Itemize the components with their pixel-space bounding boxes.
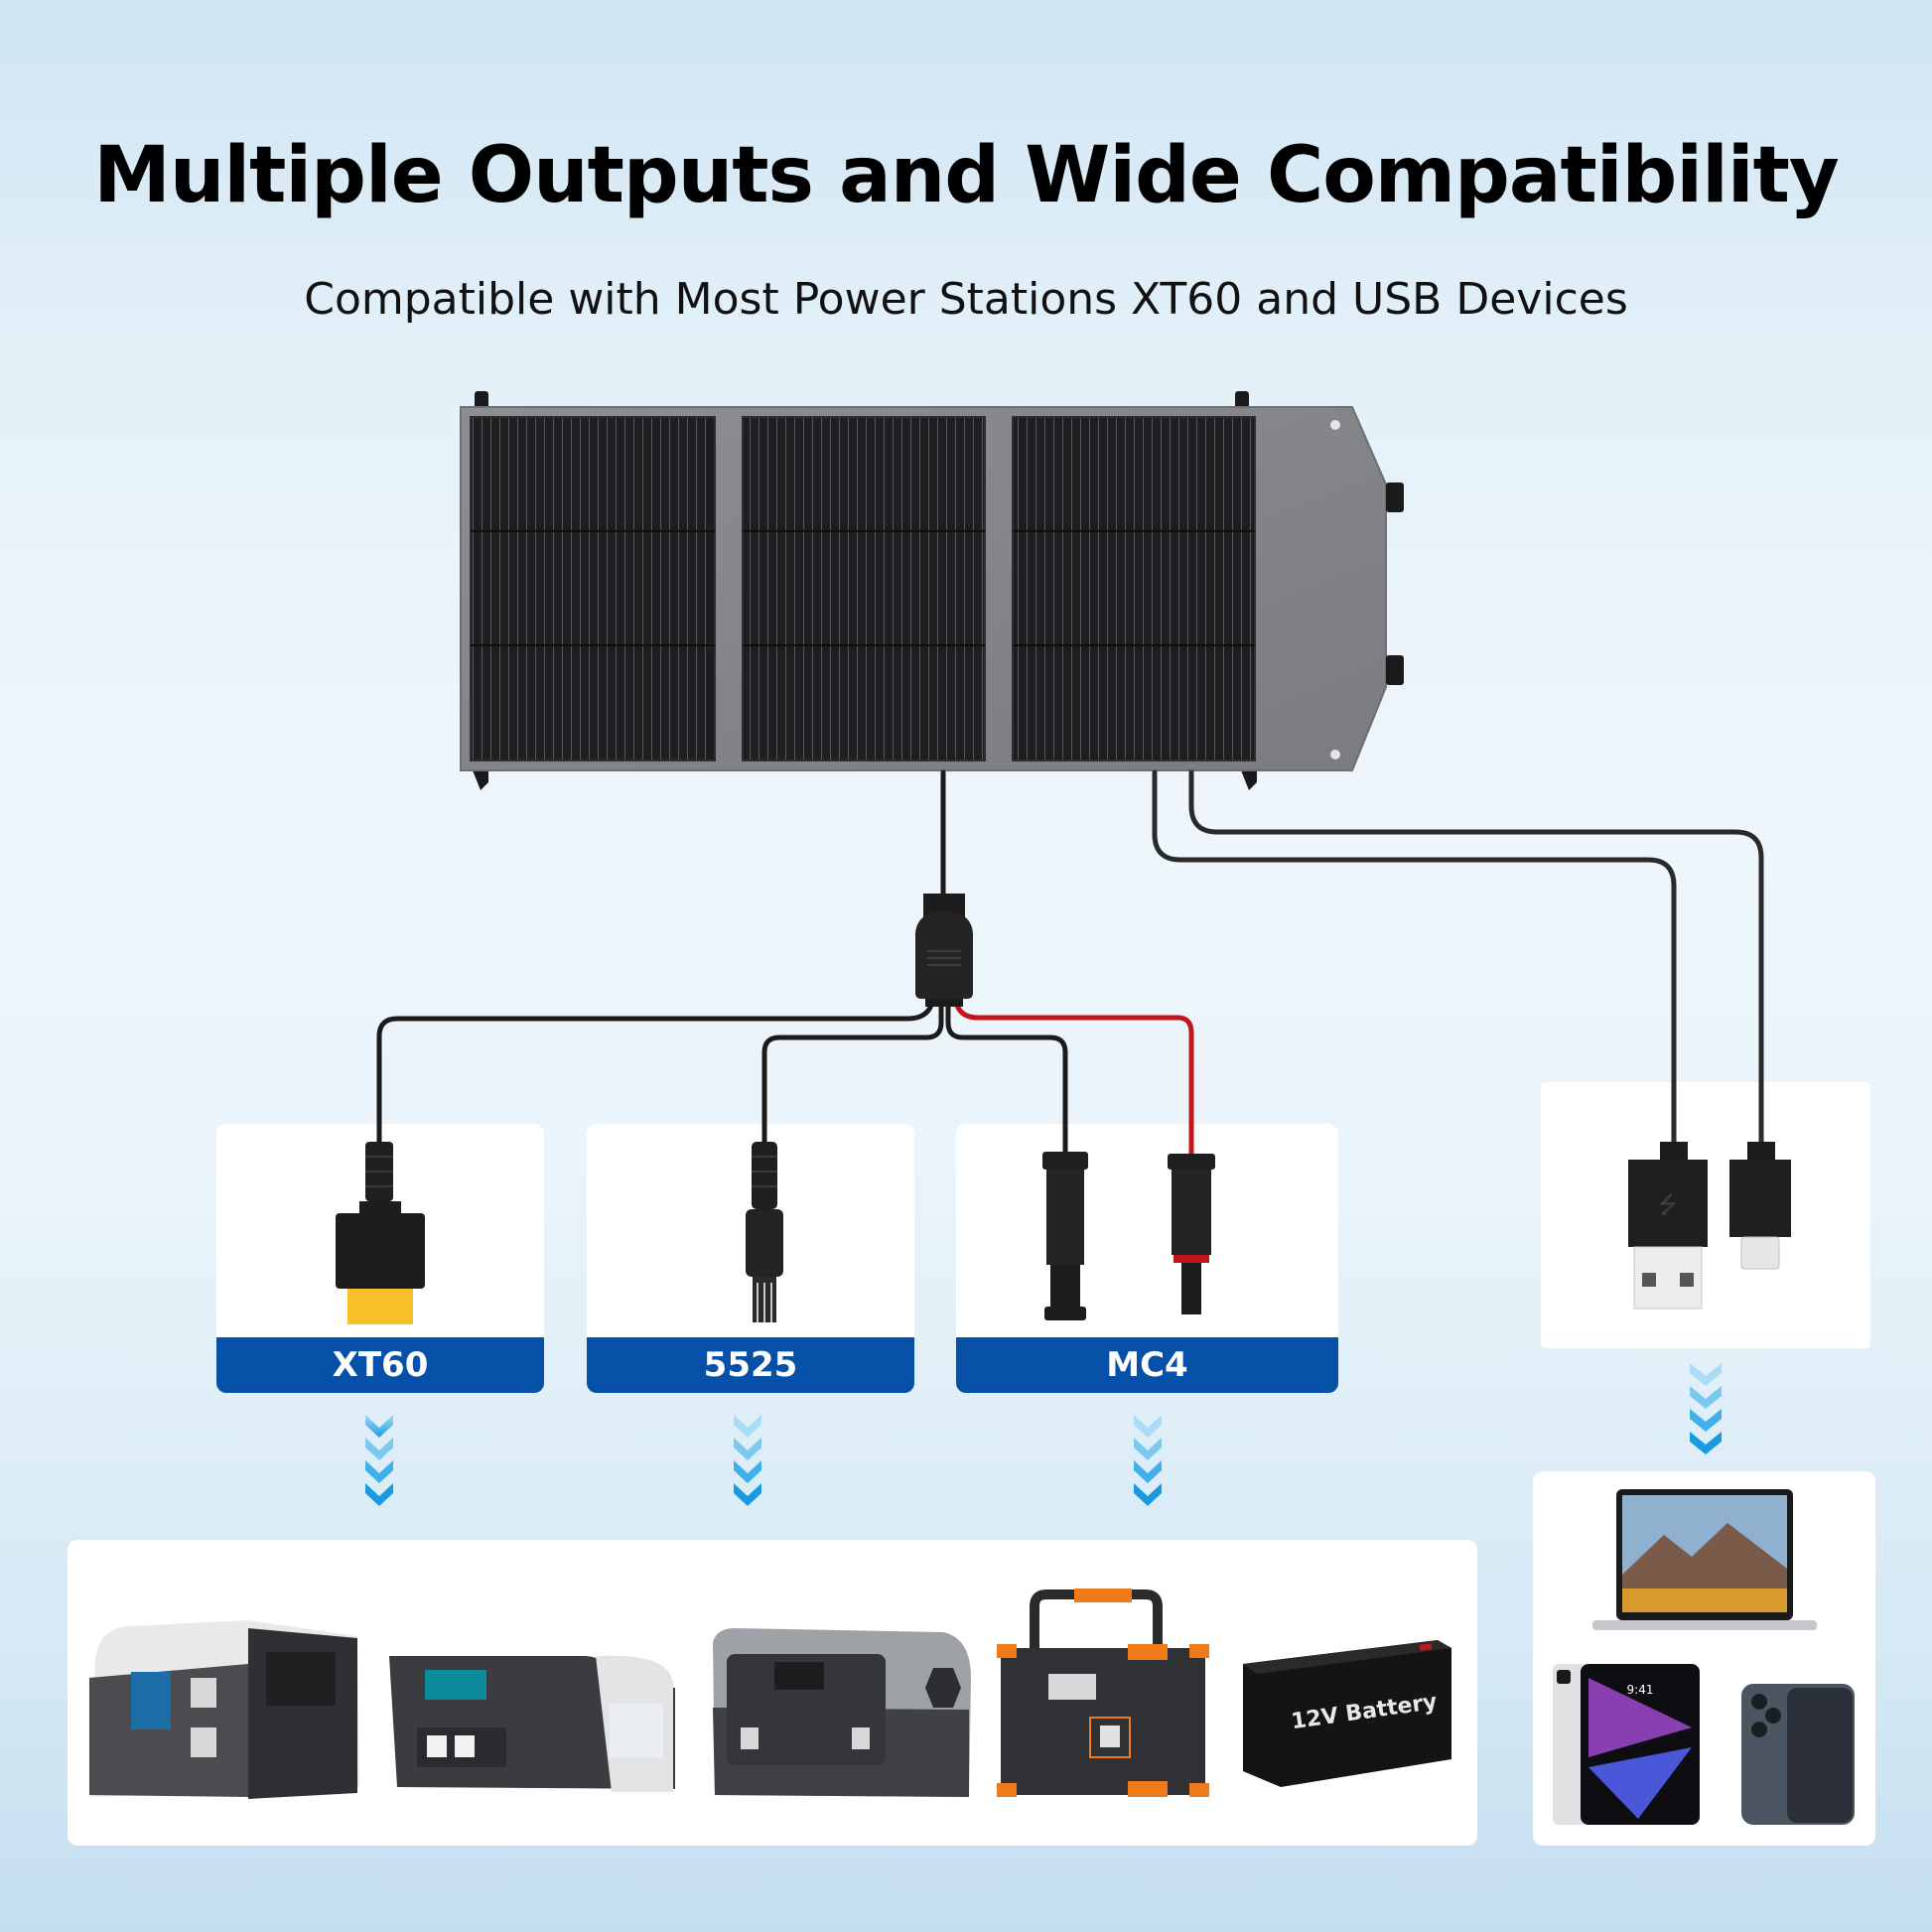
label-mc4: MC4 (956, 1337, 1338, 1393)
cables (376, 769, 1764, 1160)
laptop-icon (1592, 1489, 1817, 1630)
dc5525-cable (761, 990, 944, 1155)
solar-panel-icon (460, 391, 1404, 790)
arrow-down-icon-mc4 (1134, 1415, 1162, 1506)
arrow-down-icon-usb (1690, 1363, 1722, 1454)
tablet-time: 9:41 (1627, 1683, 1654, 1697)
label-xt60: XT60 (216, 1337, 544, 1393)
usb-a-cable (1152, 769, 1677, 1155)
page-title: Multiple Outputs and Wide Compatibility (93, 131, 1839, 220)
page-subtitle: Compatible with Most Power Stations XT60… (304, 274, 1628, 325)
mc4-plug-icon (1042, 1152, 1215, 1320)
power-station-icon-3 (713, 1628, 971, 1797)
dc5525-plug-icon (746, 1142, 783, 1322)
power-station-icon-1 (89, 1620, 359, 1799)
y-splitter-icon (915, 894, 973, 1007)
arrow-down-icon-xt60 (365, 1415, 393, 1506)
mc4-black-cable (945, 990, 1068, 1160)
usb-a-plug-icon: ⭍ (1628, 1142, 1708, 1310)
mc4-red-cable (952, 990, 1194, 1160)
svg-text:⭍: ⭍ (1658, 1191, 1678, 1219)
smartphone-icon (1741, 1684, 1855, 1825)
power-station-icon-2 (389, 1655, 675, 1792)
tablet-icon (1553, 1664, 1700, 1825)
xt60-cable (376, 990, 936, 1155)
arrow-down-icon-5525 (734, 1415, 761, 1506)
usb-c-plug-icon (1729, 1142, 1791, 1270)
usb-c-cable (1188, 769, 1764, 1155)
xt60-plug-icon (336, 1142, 425, 1324)
power-station-orange-icon (997, 1588, 1209, 1797)
battery-icon (1243, 1640, 1451, 1787)
label-5525: 5525 (587, 1337, 914, 1393)
